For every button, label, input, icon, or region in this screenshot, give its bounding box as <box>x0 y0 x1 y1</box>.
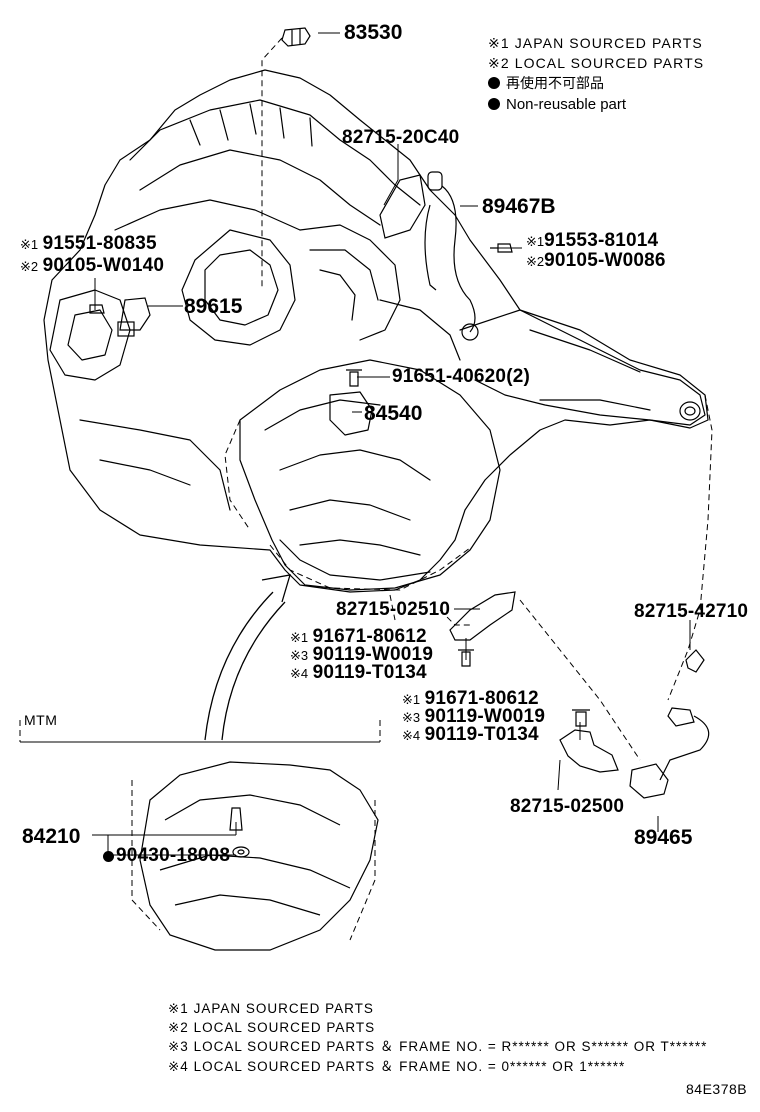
part-90119-t0134[interactable]: 90119-T0134 <box>312 662 427 683</box>
part-83530[interactable]: 83530 <box>344 21 403 44</box>
oil-pressure-switch-shape <box>281 27 311 47</box>
part-90119-w0019-b[interactable]: 90119-W0019 <box>424 706 546 727</box>
speed-sensor-84540-shape <box>329 391 373 436</box>
part-91553-81014[interactable]: 91553-81014 <box>544 230 659 251</box>
part-89465[interactable]: 89465 <box>634 826 693 849</box>
legend-japan-sourced: ※1 JAPAN SOURCED PARTS <box>488 35 703 51</box>
mtm-transmission <box>139 761 379 951</box>
footnote-3: ※3 LOCAL SOURCED PARTS ＆ FRAME NO. = R**… <box>168 1039 708 1054</box>
part-82715-02500[interactable]: 82715-02500 <box>510 796 625 817</box>
part-82715-20c40[interactable]: 82715-20C40 <box>342 127 460 148</box>
non-reusable-dot-icon <box>103 851 114 862</box>
right-stack-row-3: ※4 90119-T0134 <box>402 724 539 745</box>
part-82715-42710[interactable]: 82715-42710 <box>634 601 749 622</box>
mtm-label: MTM <box>24 712 58 728</box>
legend-non-reusable-jp: 再使用不可部品 <box>488 76 604 92</box>
part-90119-w0019[interactable]: 90119-W0019 <box>312 644 434 665</box>
part-90119-t0134-b[interactable]: 90119-T0134 <box>424 724 539 745</box>
part-91651-40620[interactable]: 91651-40620(2) <box>392 366 531 387</box>
part-90105-w0140[interactable]: 90105-W0140 <box>42 255 165 276</box>
part-91553-row: ※191553-81014 <box>526 230 659 251</box>
part-84540[interactable]: 84540 <box>364 402 423 425</box>
part-89467b[interactable]: 89467B <box>482 195 556 218</box>
legend-non-reusable-en: Non-reusable part <box>488 97 626 113</box>
part-91671-80612-b[interactable]: 91671-80612 <box>424 688 539 709</box>
left-stack-row-2: ※3 90119-W0019 <box>290 644 434 665</box>
part-90430-18008[interactable]: 90430-18008 <box>116 845 231 866</box>
diagram-reference-code: 84E378B <box>686 1081 748 1097</box>
part-90105-w0140-row: ※2 90105-W0140 <box>20 255 165 276</box>
left-stack-row-1: ※1 91671-80612 <box>290 626 427 647</box>
mtm-pointer-arrow <box>204 574 291 741</box>
part-90430-row: 90430-18008 <box>103 846 230 865</box>
footnote-1: ※1 JAPAN SOURCED PARTS <box>168 1001 374 1016</box>
right-stack-row-1: ※1 91671-80612 <box>402 688 539 709</box>
transmission-housing <box>239 359 501 591</box>
non-reusable-dot-icon <box>488 77 500 89</box>
part-89615[interactable]: 89615 <box>184 295 243 318</box>
footnote-2: ※2 LOCAL SOURCED PARTS <box>168 1020 376 1035</box>
part-91551-80835[interactable]: 91551-80835 <box>42 233 157 254</box>
part-91551-row: ※1 91551-80835 <box>20 233 157 254</box>
left-stack-row-3: ※4 90119-T0134 <box>290 662 427 683</box>
part-90105-w0086-row: ※290105-W0086 <box>526 250 666 271</box>
part-84210[interactable]: 84210 <box>22 825 81 848</box>
part-82715-02510[interactable]: 82715-02510 <box>336 599 451 620</box>
right-stack-row-2: ※3 90119-W0019 <box>402 706 546 727</box>
exhaust-pipe <box>459 309 709 429</box>
part-90105-w0086[interactable]: 90105-W0086 <box>544 250 666 271</box>
non-reusable-dot-icon <box>488 98 500 110</box>
footnote-4: ※4 LOCAL SOURCED PARTS ＆ FRAME NO. = 0**… <box>168 1059 626 1074</box>
part-91671-80612[interactable]: 91671-80612 <box>312 626 427 647</box>
legend-local-sourced: ※2 LOCAL SOURCED PARTS <box>488 55 705 71</box>
engine-outline <box>43 69 706 593</box>
